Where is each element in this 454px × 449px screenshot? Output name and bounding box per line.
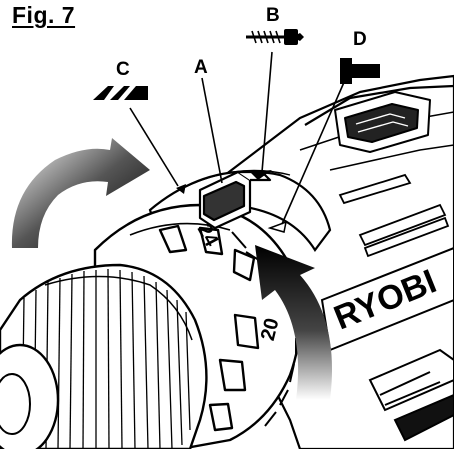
callout-b: B bbox=[266, 5, 280, 26]
leader-line-c bbox=[129, 107, 179, 187]
rotation-arrow-icon bbox=[11, 138, 151, 248]
leader-line-a bbox=[201, 77, 223, 184]
gear-selector-lever bbox=[198, 170, 272, 230]
figure-title: Fig. 7 bbox=[12, 2, 76, 28]
callout-c: C bbox=[116, 59, 130, 80]
drill-chuck bbox=[0, 263, 208, 449]
hammer-icon bbox=[340, 58, 380, 84]
top-switch bbox=[334, 91, 431, 153]
callout-d: D bbox=[353, 29, 367, 50]
leader-line-d bbox=[281, 79, 346, 225]
mode-position-markers bbox=[176, 170, 288, 233]
leader-lines bbox=[129, 51, 346, 225]
drill-mode-icon bbox=[93, 86, 148, 100]
trigger-area bbox=[368, 348, 454, 442]
rotation-arrow-icon bbox=[255, 245, 332, 400]
callout-a: A bbox=[194, 57, 208, 78]
dial-number-20: 20 bbox=[257, 316, 284, 343]
housing-vents bbox=[338, 173, 450, 258]
leader-line-b bbox=[261, 51, 273, 173]
screw-icon bbox=[246, 29, 304, 45]
